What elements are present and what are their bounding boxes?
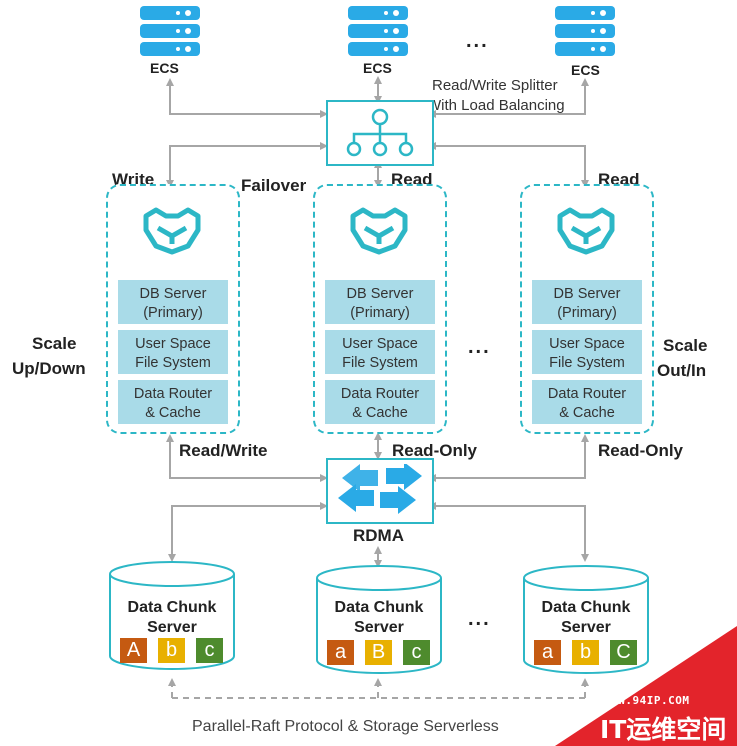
chunk-chip: C <box>610 640 637 665</box>
server-stack-icon <box>348 6 408 58</box>
router-line1: Data Router <box>340 386 420 402</box>
splitter-label-line2: With Load Balancing <box>427 97 565 114</box>
nodes-ellipsis: ... <box>468 336 491 358</box>
chunk-chip: c <box>196 638 223 663</box>
scale-right-line2: Out/In <box>657 361 707 380</box>
file-system-component: User Space File System <box>325 330 435 374</box>
ecs-left-label: ECS <box>150 60 179 76</box>
scale-right-line1: Scale <box>663 336 708 355</box>
fs-line1: User Space <box>549 336 625 352</box>
hierarchy-icon <box>346 108 414 157</box>
data-chunk-server-title: Data Chunk Server <box>522 598 650 638</box>
router-line2: & Cache <box>145 405 201 421</box>
polardb-icon <box>350 207 408 255</box>
fs-line2: File System <box>549 355 625 371</box>
db-server-component: DB Server (Primary) <box>532 280 642 324</box>
data-router-component: Data Router & Cache <box>325 380 435 424</box>
chunk-chip: b <box>158 638 185 663</box>
data-chunk-server-title: Data Chunk Server <box>315 598 443 638</box>
db-server-title: DB Server <box>139 286 207 302</box>
failover-label: Failover <box>241 176 307 195</box>
router-line1: Data Router <box>133 386 213 402</box>
ecs-ellipsis: ... <box>466 30 489 52</box>
polardb-icon <box>557 207 615 255</box>
watermark-url: WWW.94IP.COM <box>604 694 690 707</box>
ecs-right-label: ECS <box>571 62 600 78</box>
data-router-component: Data Router & Cache <box>532 380 642 424</box>
ecs-center-label: ECS <box>363 60 392 76</box>
db-server-component: DB Server (Primary) <box>325 280 435 324</box>
scale-left-line2: Up/Down <box>12 359 86 378</box>
storage-node-3: Data Chunk Server a b C <box>522 564 650 676</box>
title-line2: Server <box>561 619 611 636</box>
scale-left-line1: Scale <box>32 334 77 353</box>
db-server-role: (Primary) <box>557 305 617 321</box>
compute-node-primary: DB Server (Primary) User Space File Syst… <box>106 184 240 434</box>
chunk-chip: A <box>120 638 147 663</box>
fs-line1: User Space <box>135 336 211 352</box>
splitter-label-line1: Read/Write Splitter <box>432 77 558 94</box>
db-server-role: (Primary) <box>350 305 410 321</box>
compute-node-reader-2: DB Server (Primary) User Space File Syst… <box>520 184 654 434</box>
fs-line2: File System <box>135 355 211 371</box>
db-server-role: (Primary) <box>143 305 203 321</box>
chunk-chip: B <box>365 640 392 665</box>
title-line2: Server <box>147 619 197 636</box>
watermark-brand: IT运维空间 <box>600 715 727 744</box>
server-stack-icon <box>140 6 200 58</box>
server-stack-icon <box>555 6 615 58</box>
read-only-right-label: Read-Only <box>598 441 684 460</box>
data-router-component: Data Router & Cache <box>118 380 228 424</box>
storage-node-2: Data Chunk Server a B c <box>315 564 443 676</box>
storage-node-1: Data Chunk Server A b c <box>108 560 236 672</box>
watermark-corner <box>555 626 737 746</box>
chunk-chip: b <box>572 640 599 665</box>
rdma-label: RDMA <box>353 526 404 545</box>
title-line1: Data Chunk <box>541 599 631 616</box>
polardb-icon <box>143 207 201 255</box>
storage-ellipsis: ... <box>468 608 491 630</box>
chunk-chip: a <box>534 640 561 665</box>
fs-line1: User Space <box>342 336 418 352</box>
fs-line2: File System <box>342 355 418 371</box>
chunk-chip: c <box>403 640 430 665</box>
title-line1: Data Chunk <box>127 599 217 616</box>
compute-node-reader-1: DB Server (Primary) User Space File Syst… <box>313 184 447 434</box>
read-write-label: Read/Write <box>179 441 268 460</box>
file-system-component: User Space File System <box>532 330 642 374</box>
router-line1: Data Router <box>547 386 627 402</box>
title-line2: Server <box>354 619 404 636</box>
db-server-title: DB Server <box>553 286 621 302</box>
data-chunk-server-title: Data Chunk Server <box>108 598 236 638</box>
router-line2: & Cache <box>559 405 615 421</box>
title-line1: Data Chunk <box>334 599 424 616</box>
file-system-component: User Space File System <box>118 330 228 374</box>
read-only-center-label: Read-Only <box>392 441 478 460</box>
network-switch-icon <box>338 464 422 514</box>
db-server-title: DB Server <box>346 286 414 302</box>
rdma-switch-box <box>326 458 434 524</box>
db-server-component: DB Server (Primary) <box>118 280 228 324</box>
chunk-chip: a <box>327 640 354 665</box>
load-balancer-box <box>326 100 434 166</box>
router-line2: & Cache <box>352 405 408 421</box>
protocol-label: Parallel-Raft Protocol & Storage Serverl… <box>192 718 499 735</box>
